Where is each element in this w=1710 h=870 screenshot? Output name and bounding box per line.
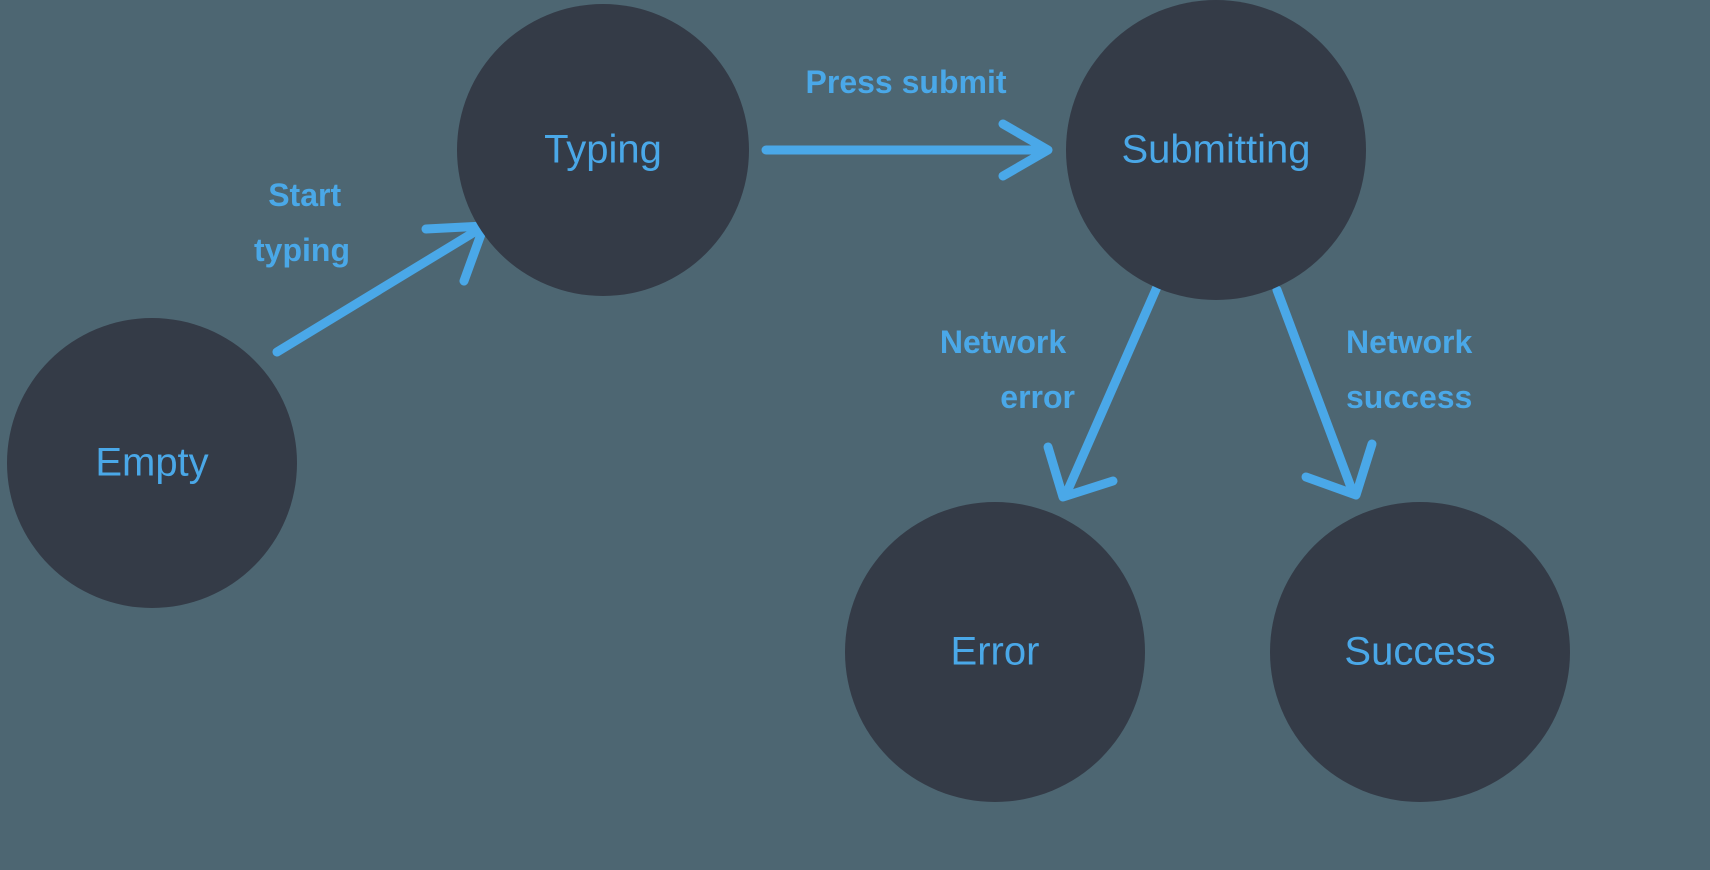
edge-label-start-typing: Start typing — [254, 177, 350, 268]
edge-network-error-line — [1062, 282, 1162, 497]
node-empty-circle[interactable] — [7, 318, 297, 608]
edge-network-error — [1043, 282, 1162, 502]
node-typing[interactable]: Typing — [457, 4, 749, 296]
node-success-label: Success — [1344, 630, 1495, 674]
edge-label-start-typing-line-1: Start — [268, 177, 341, 213]
edge-label-network-error-line-1: Network — [940, 324, 1066, 360]
edge-label-network-error-line-2: error — [1000, 379, 1075, 415]
edge-network-success-arrowhead — [1301, 439, 1377, 500]
edge-network-success-line — [1272, 285, 1357, 495]
node-empty-label: Empty — [95, 441, 208, 485]
node-error[interactable]: Error — [845, 502, 1145, 802]
node-submitting-circle[interactable] — [1066, 0, 1366, 300]
edge-press-submit-arrowhead — [998, 119, 1053, 181]
node-typing-label: Typing — [544, 128, 662, 172]
edge-label-network-error: Network error — [940, 324, 1075, 415]
edge-label-start-typing-line-2: typing — [254, 232, 350, 268]
node-success-circle[interactable] — [1270, 502, 1570, 802]
node-submitting-label: Submitting — [1122, 128, 1311, 172]
edge-network-error-arrowhead — [1043, 442, 1118, 502]
node-error-label: Error — [951, 630, 1040, 674]
node-submitting[interactable]: Submitting — [1066, 0, 1366, 300]
edge-label-network-success: Network success — [1346, 324, 1481, 415]
edge-label-press-submit: Press submit — [806, 64, 1007, 100]
edge-network-success — [1272, 285, 1377, 500]
node-error-circle[interactable] — [845, 502, 1145, 802]
edge-label-network-success-line-2: success — [1346, 379, 1472, 415]
edge-label-network-success-line-1: Network — [1346, 324, 1472, 360]
edge-press-submit — [761, 119, 1053, 181]
edge-label-press-submit-line-1: Press submit — [806, 64, 1007, 100]
edge-start-typing-line — [272, 223, 486, 357]
node-empty[interactable]: Empty — [7, 318, 297, 608]
node-success[interactable]: Success — [1270, 502, 1570, 802]
node-typing-circle[interactable] — [457, 4, 749, 296]
